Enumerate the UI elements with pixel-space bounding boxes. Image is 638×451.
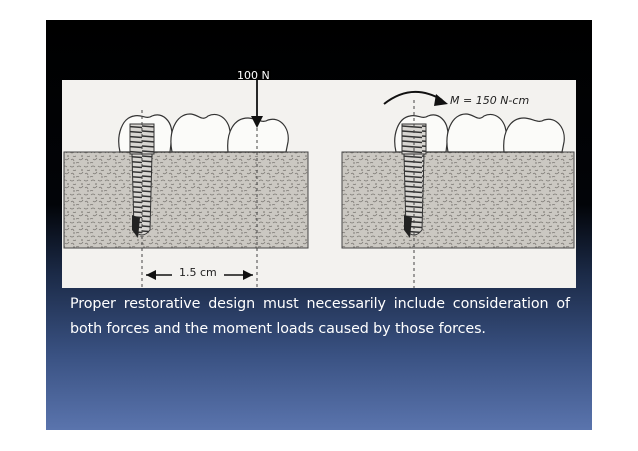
right-panel	[341, 90, 575, 288]
right-bone	[341, 151, 575, 249]
left-tooth-2	[170, 113, 231, 153]
diagram-svg	[63, 80, 575, 288]
right-implant	[401, 123, 427, 238]
left-tooth-3	[227, 117, 289, 153]
force-arrow-icon	[251, 80, 263, 128]
implant-diagram: 1.5 cm M = 150 N-cm	[62, 80, 576, 288]
force-label: 100 N	[236, 69, 271, 82]
left-bone	[63, 151, 309, 249]
right-tooth-2	[446, 113, 507, 153]
moment-arrow-icon	[383, 90, 448, 106]
distance-dimension	[146, 270, 253, 280]
moment-label: M = 150 N-cm	[450, 94, 530, 107]
right-tooth-3	[503, 117, 565, 153]
slide: 100 N	[46, 20, 592, 430]
caption-text: Proper restorative design must necessari…	[70, 296, 570, 337]
distance-label: 1.5 cm	[179, 266, 217, 279]
left-panel	[63, 80, 309, 288]
